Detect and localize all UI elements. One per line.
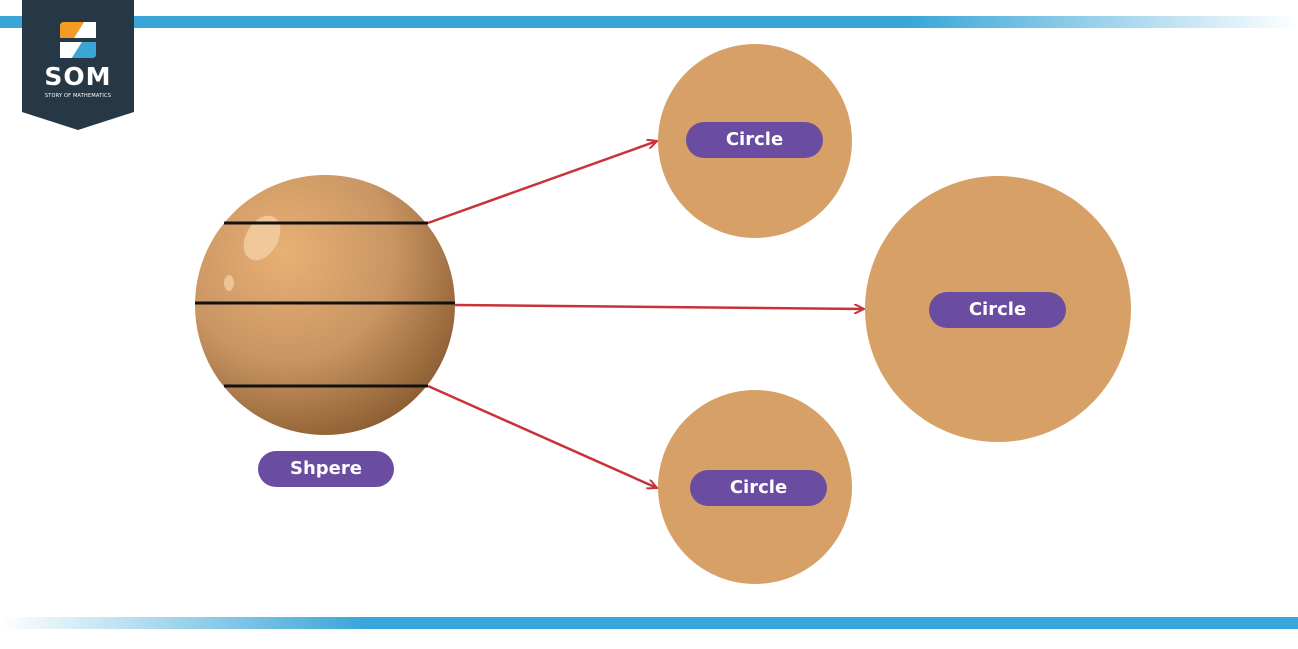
circle-top-label: Circle <box>686 122 823 158</box>
sphere <box>195 175 455 435</box>
bottom-stripe <box>0 617 1298 629</box>
som-logo-icon <box>60 22 96 58</box>
circle-bottom-label: Circle <box>690 470 827 506</box>
logo-tagline: STORY OF MATHEMATICS <box>44 93 112 99</box>
arrow-to-bottom-circle <box>427 384 657 488</box>
sphere-label: Shpere <box>258 451 394 487</box>
logo-brand-text: SOM <box>44 62 112 91</box>
som-logo: SOM STORY OF MATHEMATICS <box>22 0 134 130</box>
arrow-to-top-circle <box>427 141 657 225</box>
arrow-to-middle-circle <box>454 303 864 309</box>
top-stripe <box>0 16 1298 28</box>
logo-badge <box>22 0 134 130</box>
circle-middle-label: Circle <box>929 292 1066 328</box>
